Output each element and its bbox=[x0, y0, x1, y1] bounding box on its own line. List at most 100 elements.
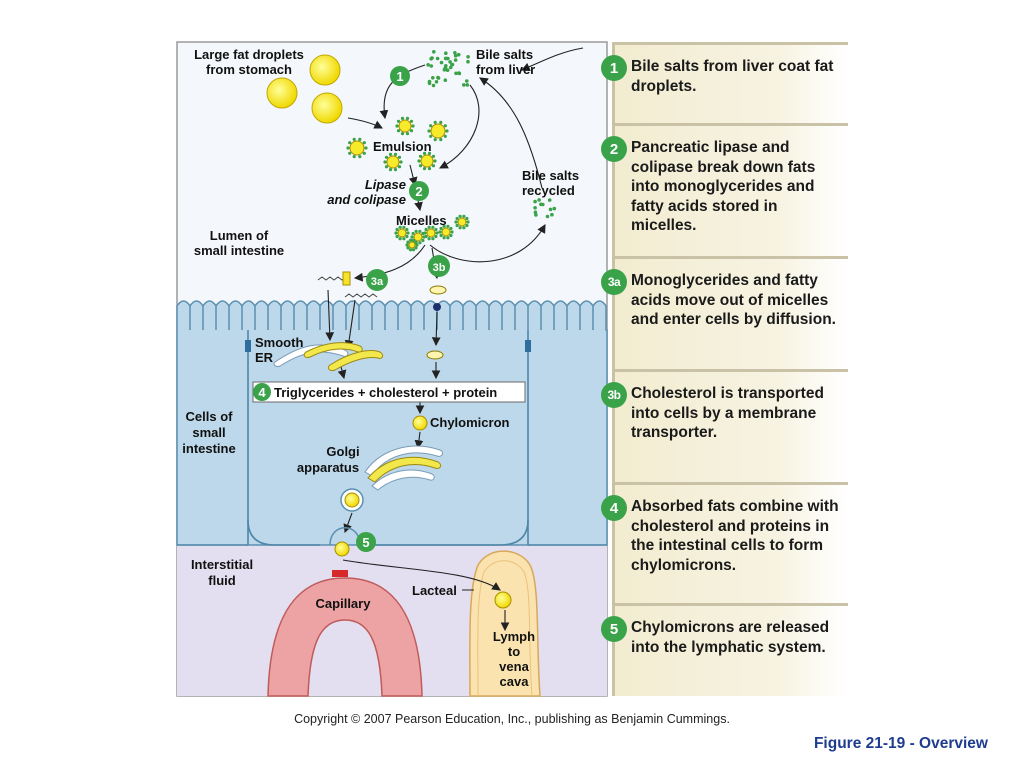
bile-salt-dot bbox=[533, 210, 538, 215]
micelle bbox=[394, 225, 410, 241]
smooth-er-lipid bbox=[327, 350, 384, 371]
label-cells-of: Cells of bbox=[186, 409, 234, 424]
step-5: 5 Chylomicrons are released into the lym… bbox=[601, 603, 848, 696]
step-badge: 3b bbox=[601, 382, 627, 408]
step-badge: 2 bbox=[601, 136, 627, 162]
bile-salt-dot bbox=[466, 55, 470, 59]
emulsion-droplets bbox=[346, 116, 449, 172]
label-from-liver: from liver bbox=[476, 62, 535, 77]
bile-salt-dot bbox=[444, 56, 449, 61]
bile-salt-dot bbox=[443, 78, 448, 82]
step-badge: 1 bbox=[601, 55, 627, 81]
micelle bbox=[405, 238, 419, 252]
capillary-barrier bbox=[332, 570, 348, 577]
bile-salt-dot bbox=[453, 58, 458, 62]
bile-salt-dot bbox=[432, 50, 436, 54]
label-lymph: Lymph bbox=[493, 629, 535, 644]
step-text: Chylomicrons are released into the lymph… bbox=[631, 619, 830, 656]
label-intestine: intestine bbox=[182, 441, 235, 456]
step-text: Cholesterol is transported into cells by… bbox=[631, 385, 824, 441]
arrow-to-golgi bbox=[414, 431, 424, 450]
marker-3a: 3a bbox=[366, 269, 388, 291]
label-cava: cava bbox=[500, 674, 530, 689]
bile-salt-dot bbox=[547, 198, 552, 202]
arrow-to-exocytosis bbox=[343, 512, 353, 534]
chylomicron-icon bbox=[334, 541, 350, 557]
svg-text:4: 4 bbox=[258, 385, 266, 400]
emulsion-droplet bbox=[383, 152, 403, 172]
marker-3b: 3b bbox=[428, 255, 450, 277]
label-lacteal: Lacteal bbox=[412, 583, 457, 598]
label-interstitial: Interstitial bbox=[191, 557, 253, 572]
step-3a: 3a Monoglycerides and fatty acids move o… bbox=[601, 256, 848, 369]
figure-title: Figure 21-19 - Overview bbox=[813, 735, 988, 752]
bile-salt-dot bbox=[429, 64, 434, 68]
bile-salt-dot bbox=[453, 53, 458, 58]
label-small-intestine: small intestine bbox=[194, 243, 284, 258]
bile-salt-dot bbox=[431, 83, 436, 88]
arrow-to-recycled bbox=[429, 224, 546, 263]
step-badge: 3a bbox=[601, 269, 627, 295]
bile-salt-dot bbox=[448, 65, 453, 70]
golgi-icon bbox=[371, 469, 435, 491]
arrow-recycled-to-liver bbox=[479, 77, 543, 189]
micelles-group bbox=[394, 214, 470, 252]
cholesterol-icon bbox=[429, 285, 447, 295]
bile-salt-dot bbox=[436, 75, 440, 80]
step-3b: 3b Cholesterol is transported into cells… bbox=[601, 369, 848, 482]
bile-salt-dot bbox=[550, 212, 554, 217]
bile-salt-dot bbox=[439, 60, 444, 65]
fatty-acid-icon bbox=[344, 293, 378, 298]
bile-salt-dot bbox=[545, 214, 550, 219]
step-list: 1 Bile salts from liver coat fat droplet… bbox=[601, 42, 848, 696]
step-text: Bile salts from liver coat fat droplets. bbox=[631, 58, 834, 95]
step-2: 2 Pancreatic lipase and colipase break d… bbox=[601, 123, 848, 256]
cholesterol-icon bbox=[426, 350, 444, 360]
label-bile-salts: Bile salts bbox=[476, 47, 533, 62]
bile-salt-dot bbox=[435, 56, 440, 61]
label-er: ER bbox=[255, 350, 274, 365]
label-large-fat-droplets: Large fat droplets bbox=[194, 47, 304, 62]
bile-salt-dot bbox=[431, 76, 435, 80]
marker-1: 1 bbox=[390, 66, 410, 86]
arrow-into-cell bbox=[344, 299, 356, 350]
micelle bbox=[423, 225, 439, 241]
cell-boundary bbox=[247, 330, 529, 545]
micelle bbox=[438, 224, 454, 240]
label-golgi: Golgi bbox=[326, 444, 359, 459]
step-text: Absorbed fats combine with cholesterol a… bbox=[631, 498, 839, 574]
emulsion-droplet bbox=[346, 137, 368, 159]
label-lipase: Lipase bbox=[365, 177, 406, 192]
tight-junction bbox=[245, 340, 251, 352]
golgi-lipid bbox=[367, 456, 442, 483]
bile-salt-dot bbox=[448, 60, 452, 64]
emulsion-droplet bbox=[417, 151, 437, 171]
bile-salt-dot bbox=[462, 83, 466, 87]
arrow-to-lacteal bbox=[342, 559, 501, 591]
marker-2: 2 bbox=[409, 181, 429, 201]
bile-salt-dot bbox=[533, 199, 537, 204]
chylomicron-icon bbox=[344, 492, 360, 508]
bile-salt-dot bbox=[552, 206, 557, 211]
marker-5: 5 bbox=[356, 532, 376, 552]
label-from-stomach: from stomach bbox=[206, 62, 292, 77]
emulsion-droplet bbox=[395, 116, 415, 136]
copyright-notice: Copyright © 2007 Pearson Education, Inc.… bbox=[294, 712, 730, 726]
svg-text:1: 1 bbox=[396, 69, 403, 84]
arrow-into-cell bbox=[325, 289, 335, 342]
fat-droplet bbox=[266, 77, 298, 109]
arrow-bile-to-emulsion bbox=[379, 64, 426, 120]
basal-membrane bbox=[247, 519, 529, 546]
bile-salt-dot bbox=[456, 52, 461, 57]
svg-text:5: 5 bbox=[362, 535, 369, 550]
label-apparatus: apparatus bbox=[297, 460, 359, 475]
chylomicron-icon bbox=[412, 415, 428, 431]
bile-salt-dot bbox=[539, 202, 543, 207]
label-lumen: Lumen of bbox=[210, 228, 269, 243]
step-badge: 5 bbox=[601, 616, 627, 642]
svg-text:3b: 3b bbox=[433, 262, 446, 274]
capillary bbox=[267, 577, 423, 697]
bile-salt-dot bbox=[450, 62, 455, 67]
membrane-transporter-icon bbox=[433, 303, 441, 311]
